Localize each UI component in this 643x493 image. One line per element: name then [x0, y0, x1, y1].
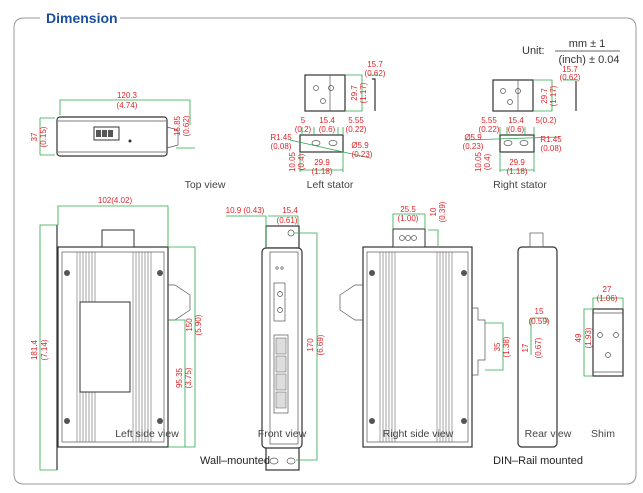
- left-side-view: 102(4.02) 181.4 (7.14) 150 (5.90) 95.35 …: [30, 196, 203, 471]
- rv-h-in: (0.67): [534, 337, 543, 358]
- unit-label: Unit:: [522, 45, 545, 57]
- ls-side: 15.7: [367, 60, 383, 69]
- rv-h: 17: [521, 343, 530, 352]
- rsv-rail: 35: [493, 342, 502, 351]
- unit-inch: (inch) ± 0.04: [558, 54, 619, 66]
- rs-w-in: (1.18): [507, 167, 528, 176]
- frame: [13, 17, 637, 485]
- ls-side-in: (0.62): [365, 69, 386, 78]
- ls-r-in: (0.08): [271, 142, 292, 151]
- rs-side: 15.7: [562, 65, 578, 74]
- top-length: 120.3: [117, 91, 138, 100]
- lsv-width: 102(4.02): [98, 196, 133, 205]
- ls-w-in: (1.18): [312, 167, 333, 176]
- top-view-label: Top view: [185, 179, 226, 191]
- left-stator: 15.7 (0.62) 29.7 (1.17) 5 (0.2) 15.4 (0.…: [270, 60, 385, 176]
- front-view: 10.9 (0.43) 15.4 (0.61) 170 (6.69): [226, 206, 325, 471]
- shim-label: Shim: [591, 428, 615, 440]
- ls-d-in: (0.23): [352, 150, 373, 159]
- lsv-h: 150: [185, 318, 194, 332]
- ls-a-in: (0.2): [295, 125, 312, 134]
- ls-r: R1.45: [270, 133, 292, 142]
- top-conn: 15.85: [173, 115, 182, 136]
- rsv-w: 25.5: [400, 205, 416, 214]
- shim-h-in: (1.93): [584, 327, 593, 348]
- top-view: 120.3 (4.74) 37 (0.15) 15.85 (0.62): [30, 91, 195, 157]
- fv-h: 170: [306, 338, 315, 352]
- rv-w: 15: [535, 307, 544, 316]
- ls-c-in: (0.22): [346, 125, 367, 134]
- fv-h-in: (6.69): [316, 334, 325, 355]
- fv-b: 15.4: [282, 206, 298, 215]
- shim-w-in: (1.06): [597, 294, 618, 303]
- lsv-h2-in: (3.75): [184, 367, 193, 388]
- ls-e: 10.05: [288, 151, 297, 172]
- unit-mm: mm ± 1: [569, 38, 606, 50]
- rear-view-label: Rear view: [525, 428, 572, 440]
- lsv-total: 181.4: [30, 339, 39, 360]
- rs-a: 5(0.2): [536, 116, 557, 125]
- lsv-total-in: (7.14): [40, 339, 49, 360]
- fv-a: 10.9 (0.43): [226, 206, 265, 215]
- rv-w-in: (0.59): [529, 317, 550, 326]
- rs-c-in: (0.22): [479, 125, 500, 134]
- top-height-in: (0.15): [39, 126, 48, 147]
- ls-b-in: (0.6): [319, 125, 336, 134]
- lsv-h2: 95.35: [175, 367, 184, 388]
- right-stator: 15.7 (0.62) 29.7 (1.17) 5.55 (0.22) 15.4…: [463, 65, 581, 176]
- ls-h: 29.7: [350, 85, 359, 101]
- rs-b: 15.4: [508, 116, 524, 125]
- top-height: 37: [30, 132, 39, 141]
- rs-r-in: (0.08): [541, 144, 562, 153]
- top-conn-in: (0.62): [182, 115, 191, 136]
- shim: 27 (1.06) 49 (1.93): [574, 285, 624, 377]
- rs-e: 10.05: [474, 151, 483, 172]
- fv-b-in: (0.61): [277, 216, 298, 225]
- rs-h: 29.7: [540, 88, 549, 104]
- rs-d-in: (0.23): [463, 142, 484, 151]
- rs-side-in: (0.62): [560, 73, 581, 82]
- left-side-view-label: Left side view: [115, 428, 179, 440]
- ls-h-in: (1.17): [359, 82, 368, 103]
- shim-w: 27: [603, 285, 612, 294]
- rear-view: 15 (0.59) 17 (0.67): [517, 232, 558, 448]
- ls-b: 15.4: [319, 116, 335, 125]
- shim-h: 49: [574, 333, 583, 342]
- rs-h-in: (1.17): [549, 85, 558, 106]
- front-view-label: Front view: [258, 428, 307, 440]
- top-length-in: (4.74): [117, 101, 138, 110]
- din-rail-label: DIN–Rail mounted: [493, 455, 583, 467]
- ls-a: 5: [301, 116, 306, 125]
- rs-b-in: (0.6): [508, 125, 525, 134]
- ls-c: 5.55: [348, 116, 364, 125]
- right-side-view-label: Right side view: [383, 428, 454, 440]
- rs-e-in: (0.4): [483, 153, 492, 170]
- ls-w: 29.9: [314, 158, 330, 167]
- rsv-w-in: (1.00): [398, 214, 419, 223]
- rs-w: 29.9: [509, 158, 525, 167]
- title: Dimension: [46, 10, 118, 26]
- rsv-t-in: (0.39): [438, 201, 447, 222]
- wall-mounted-label: Wall–mounted: [200, 455, 270, 467]
- ls-d: Ø5.9: [351, 141, 369, 150]
- right-stator-label: Right stator: [493, 179, 547, 191]
- right-side-view: 25.5 (1.00) 10 (0.39) 35 (1.38): [339, 201, 511, 448]
- left-stator-label: Left stator: [307, 179, 354, 191]
- rs-d: Ø5.9: [464, 133, 482, 142]
- rsv-t: 10: [429, 207, 438, 216]
- rs-c: 5.55: [481, 116, 497, 125]
- rs-r: R1.45: [540, 135, 562, 144]
- ls-e-in: (0.4): [297, 153, 306, 170]
- rsv-rail-in: (1.38): [502, 336, 511, 357]
- lsv-h-in: (5.90): [194, 314, 203, 335]
